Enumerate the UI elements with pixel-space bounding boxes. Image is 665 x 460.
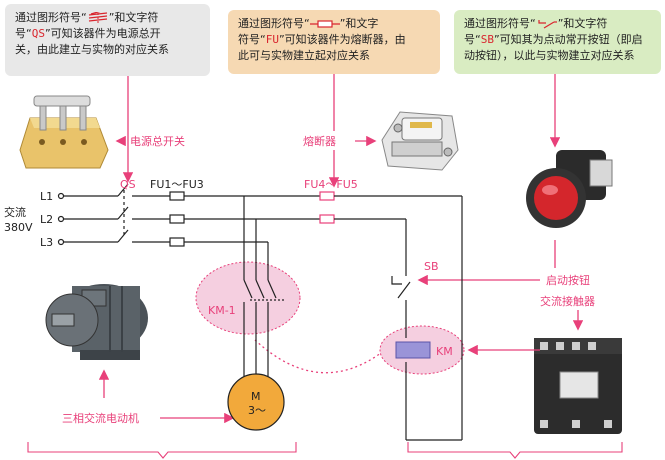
start-button-label: 启动按钮 (546, 273, 590, 287)
ac-contactor-photo (522, 330, 632, 440)
sb-explanation-callout: 通过图形符号“ ”和文字符 号“SB”可知其为点动常开按钮（即启 动按钮），以此与… (454, 10, 661, 74)
fu4-5-label: FU4～FU5 (304, 178, 358, 191)
callout-pointers (98, 74, 584, 424)
qs-label: QS (120, 178, 136, 191)
fu-callout-text: 此可与实物建立起对应关系 (238, 49, 370, 62)
sb-callout-text: ”可知其为点动常开按钮（即启 (493, 33, 643, 46)
main-circuit-bracket (27, 442, 297, 459)
qs-callout-text: 号“ (15, 27, 32, 40)
sb-code: SB (480, 33, 494, 46)
ac-contactor-label: 交流接触器 (540, 294, 595, 308)
supply-label: 交流 (4, 205, 26, 219)
motor-m-label: M (251, 390, 261, 403)
fu-callout-text: 通过图形符号“ (238, 17, 310, 30)
fuse-photo (375, 100, 463, 172)
fu-callout-text: 符号“ (238, 33, 266, 46)
sb-callout-text: ”和文字符 (557, 17, 608, 30)
power-switch-label: 电源总开关 (130, 134, 185, 148)
qs-code: QS (31, 27, 45, 40)
phase-l3-label: L3 (40, 236, 53, 249)
km1-highlight (195, 261, 301, 335)
sb-callout-text: 动按钮），以此与实物建立对应关系 (464, 49, 635, 62)
sb-label: SB (424, 260, 439, 273)
phase-l2-label: L2 (40, 213, 53, 226)
qs-callout-text: ”可知该器件为电源总开 (44, 27, 161, 40)
fuse-symbol-icon (309, 20, 340, 28)
phase-l1-label: L1 (40, 190, 53, 203)
qs-callout-text: 通过图形符号“ (15, 11, 87, 24)
start-button-photo (520, 145, 620, 235)
fu-code: FU (265, 33, 279, 46)
motor-symbol (227, 373, 285, 431)
qs-callout-text: 关，由此建立与实物的对应关系 (15, 43, 169, 56)
fu-callout-text: ”和文字 (339, 17, 379, 30)
sb-callout-text: 号“ (464, 33, 481, 46)
sb-callout-text: 通过图形符号“ (464, 17, 536, 30)
km-coil-symbol (395, 341, 431, 359)
qs-explanation-callout: 通过图形符号“ ”和文字符 号“QS”可知该器件为电源总开 关，由此建立与实物的对… (5, 4, 210, 76)
km-label: KM (436, 345, 453, 358)
supply-voltage-label: 380V (4, 221, 33, 234)
qs-callout-text: ”和文字符 (108, 11, 159, 24)
control-circuit-bracket (407, 442, 623, 459)
fu1-3-label: FU1～FU3 (150, 178, 204, 191)
fuse-label: 熔断器 (303, 134, 336, 148)
motor-photo (40, 280, 158, 368)
power-switch-photo (8, 95, 118, 176)
fu-explanation-callout: 通过图形符号“ ”和文字 符号“FU”可知该器件为熔断器，由 此可与实物建立起对应… (228, 10, 440, 74)
motor-3phase-label: 3～ (248, 404, 266, 417)
km1-label: KM-1 (208, 304, 236, 317)
supply-wiring (57, 183, 463, 441)
motor-label: 三相交流电动机 (62, 411, 139, 425)
pushbutton-symbol-icon (538, 20, 557, 29)
fu-callout-text: ”可知该器件为熔断器，由 (278, 33, 406, 46)
